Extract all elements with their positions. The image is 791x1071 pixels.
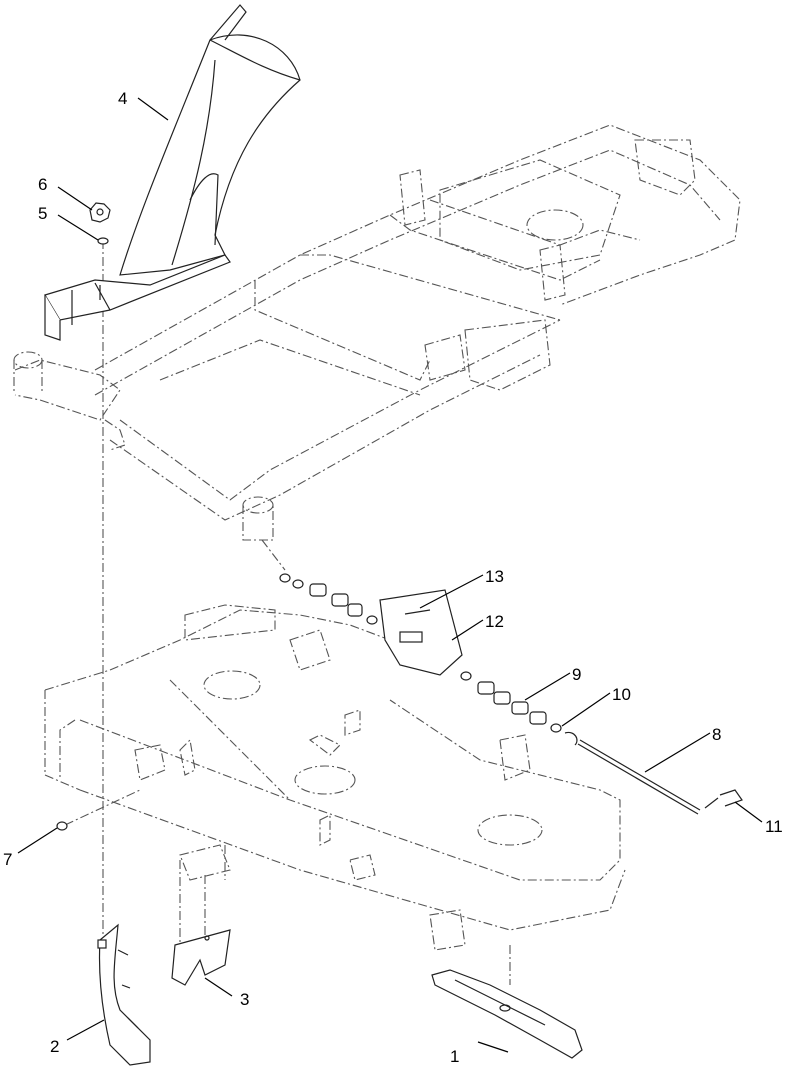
idler-rod — [564, 731, 743, 815]
mower-deck — [44, 604, 626, 960]
callout-labels: 4 6 5 7 1 2 3 13 12 9 10 8 11 — [3, 89, 783, 1066]
callout-9: 9 — [572, 665, 581, 684]
leader-lines — [17, 97, 763, 1053]
callout-2: 2 — [50, 1037, 59, 1056]
callout-3: 3 — [240, 990, 249, 1009]
callout-8: 8 — [712, 725, 721, 744]
tractor-frame — [13, 124, 741, 571]
deflector — [97, 923, 151, 1066]
discharge-chute — [44, 4, 301, 341]
spacer-stack-lower — [460, 671, 562, 733]
callout-11: 11 — [765, 817, 783, 836]
callout-10: 10 — [612, 685, 631, 704]
mower-blade — [431, 969, 583, 1059]
knob-and-washer — [89, 202, 111, 245]
callout-5: 5 — [38, 204, 47, 223]
callout-7: 7 — [3, 850, 12, 869]
callout-4: 4 — [118, 89, 127, 108]
idler-arm-bracket — [379, 589, 463, 676]
flange-nut — [56, 821, 68, 831]
assembly-centerlines — [64, 240, 511, 985]
callout-6: 6 — [38, 175, 47, 194]
callout-13: 13 — [485, 567, 504, 586]
spacer-stack-upper — [279, 573, 378, 625]
callout-1: 1 — [450, 1047, 459, 1066]
baffle — [171, 929, 231, 986]
callout-12: 12 — [485, 612, 504, 631]
